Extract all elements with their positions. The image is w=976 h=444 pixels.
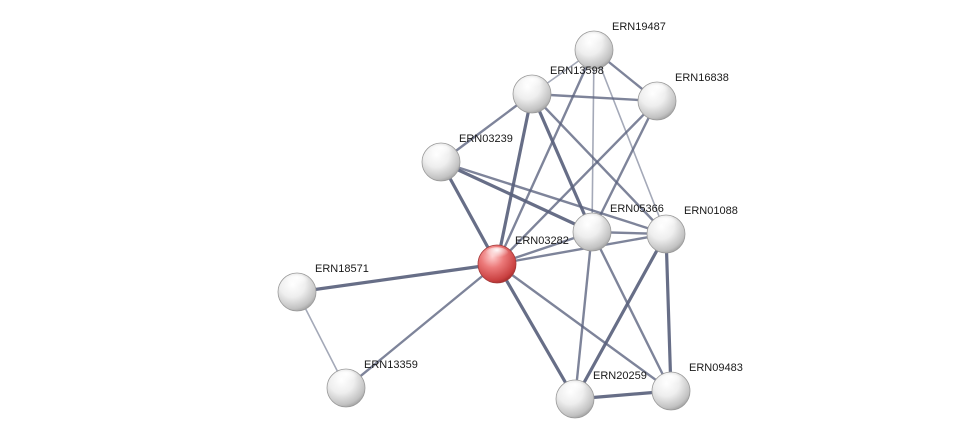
node-ern13359[interactable] [326, 368, 366, 408]
node-highlight [334, 371, 358, 385]
node-ern01088[interactable] [646, 214, 686, 254]
node-ern20259[interactable] [555, 379, 595, 419]
node-ern03282[interactable] [477, 244, 517, 284]
node-highlight [520, 77, 544, 91]
node-label-ern19487: ERN19487 [612, 21, 666, 33]
edge-ern13598-ern16838[interactable] [530, 92, 659, 103]
edge-ern19487-ern05366[interactable] [591, 49, 595, 233]
node-ern16838[interactable] [637, 81, 677, 121]
node-ern19487[interactable] [574, 30, 614, 70]
edge-ern05366-ern20259[interactable] [573, 230, 594, 401]
node-label-ern16838: ERN16838 [675, 72, 729, 84]
node-highlight [645, 84, 669, 98]
labels-layer: ERN03282 ERN19487ERN13598ERN16838ERN03239… [315, 21, 743, 382]
edge-ern05366-ern09483[interactable] [590, 230, 673, 393]
edge-ern03282-ern01088[interactable] [495, 232, 668, 266]
edge-ern03239-ern01088[interactable] [439, 160, 668, 236]
edge-ern03282-ern13598[interactable] [495, 92, 534, 266]
node-highlight [659, 374, 683, 388]
node-label-ern13359: ERN13359 [364, 359, 418, 371]
node-label-ern09483: ERN09483 [689, 362, 743, 374]
edge-ern03282-ern16838[interactable] [495, 99, 659, 266]
node-highlight [580, 215, 604, 229]
edge-ern03282-ern18571[interactable] [295, 262, 499, 294]
edge-ern01088-ern20259[interactable] [573, 232, 668, 401]
node-label-ern20259: ERN20259 [593, 370, 647, 382]
edge-ern03239-ern05366[interactable] [439, 160, 594, 234]
edges-layer [295, 48, 673, 401]
node-highlight [582, 33, 606, 47]
node-label-ern01088: ERN01088 [684, 205, 738, 217]
node-highlight [429, 145, 453, 159]
edge-ern16838-ern05366[interactable] [590, 99, 659, 234]
edge-ern03282-ern13359[interactable] [344, 262, 499, 390]
edge-ern03282-ern09483[interactable] [495, 262, 673, 393]
edge-ern03282-ern19487[interactable] [495, 48, 596, 266]
node-highlight [563, 382, 587, 396]
node-ern13598[interactable] [512, 74, 552, 114]
node-label-ern05366: ERN05366 [610, 203, 664, 215]
node-label-ern18571: ERN18571 [315, 263, 369, 275]
node-highlight [485, 247, 509, 261]
node-ern18571[interactable] [277, 272, 317, 312]
node-highlight [654, 217, 678, 231]
node-label-ern03282: ERN03282 [515, 235, 569, 247]
node-ern03239[interactable] [421, 142, 461, 182]
edge-ern13598-ern01088[interactable] [530, 92, 668, 236]
edge-ern19487-ern01088[interactable] [593, 49, 667, 235]
node-label-ern13598: ERN13598 [550, 65, 604, 77]
node-highlight [285, 275, 309, 289]
edge-ern01088-ern09483[interactable] [664, 232, 673, 393]
edge-ern13598-ern05366[interactable] [530, 92, 594, 234]
node-ern09483[interactable] [651, 371, 691, 411]
node-label-ern03239: ERN03239 [459, 133, 513, 145]
edge-ern03282-ern20259[interactable] [495, 262, 577, 401]
node-ern05366[interactable] [572, 212, 612, 252]
nodes-layer [277, 30, 691, 419]
